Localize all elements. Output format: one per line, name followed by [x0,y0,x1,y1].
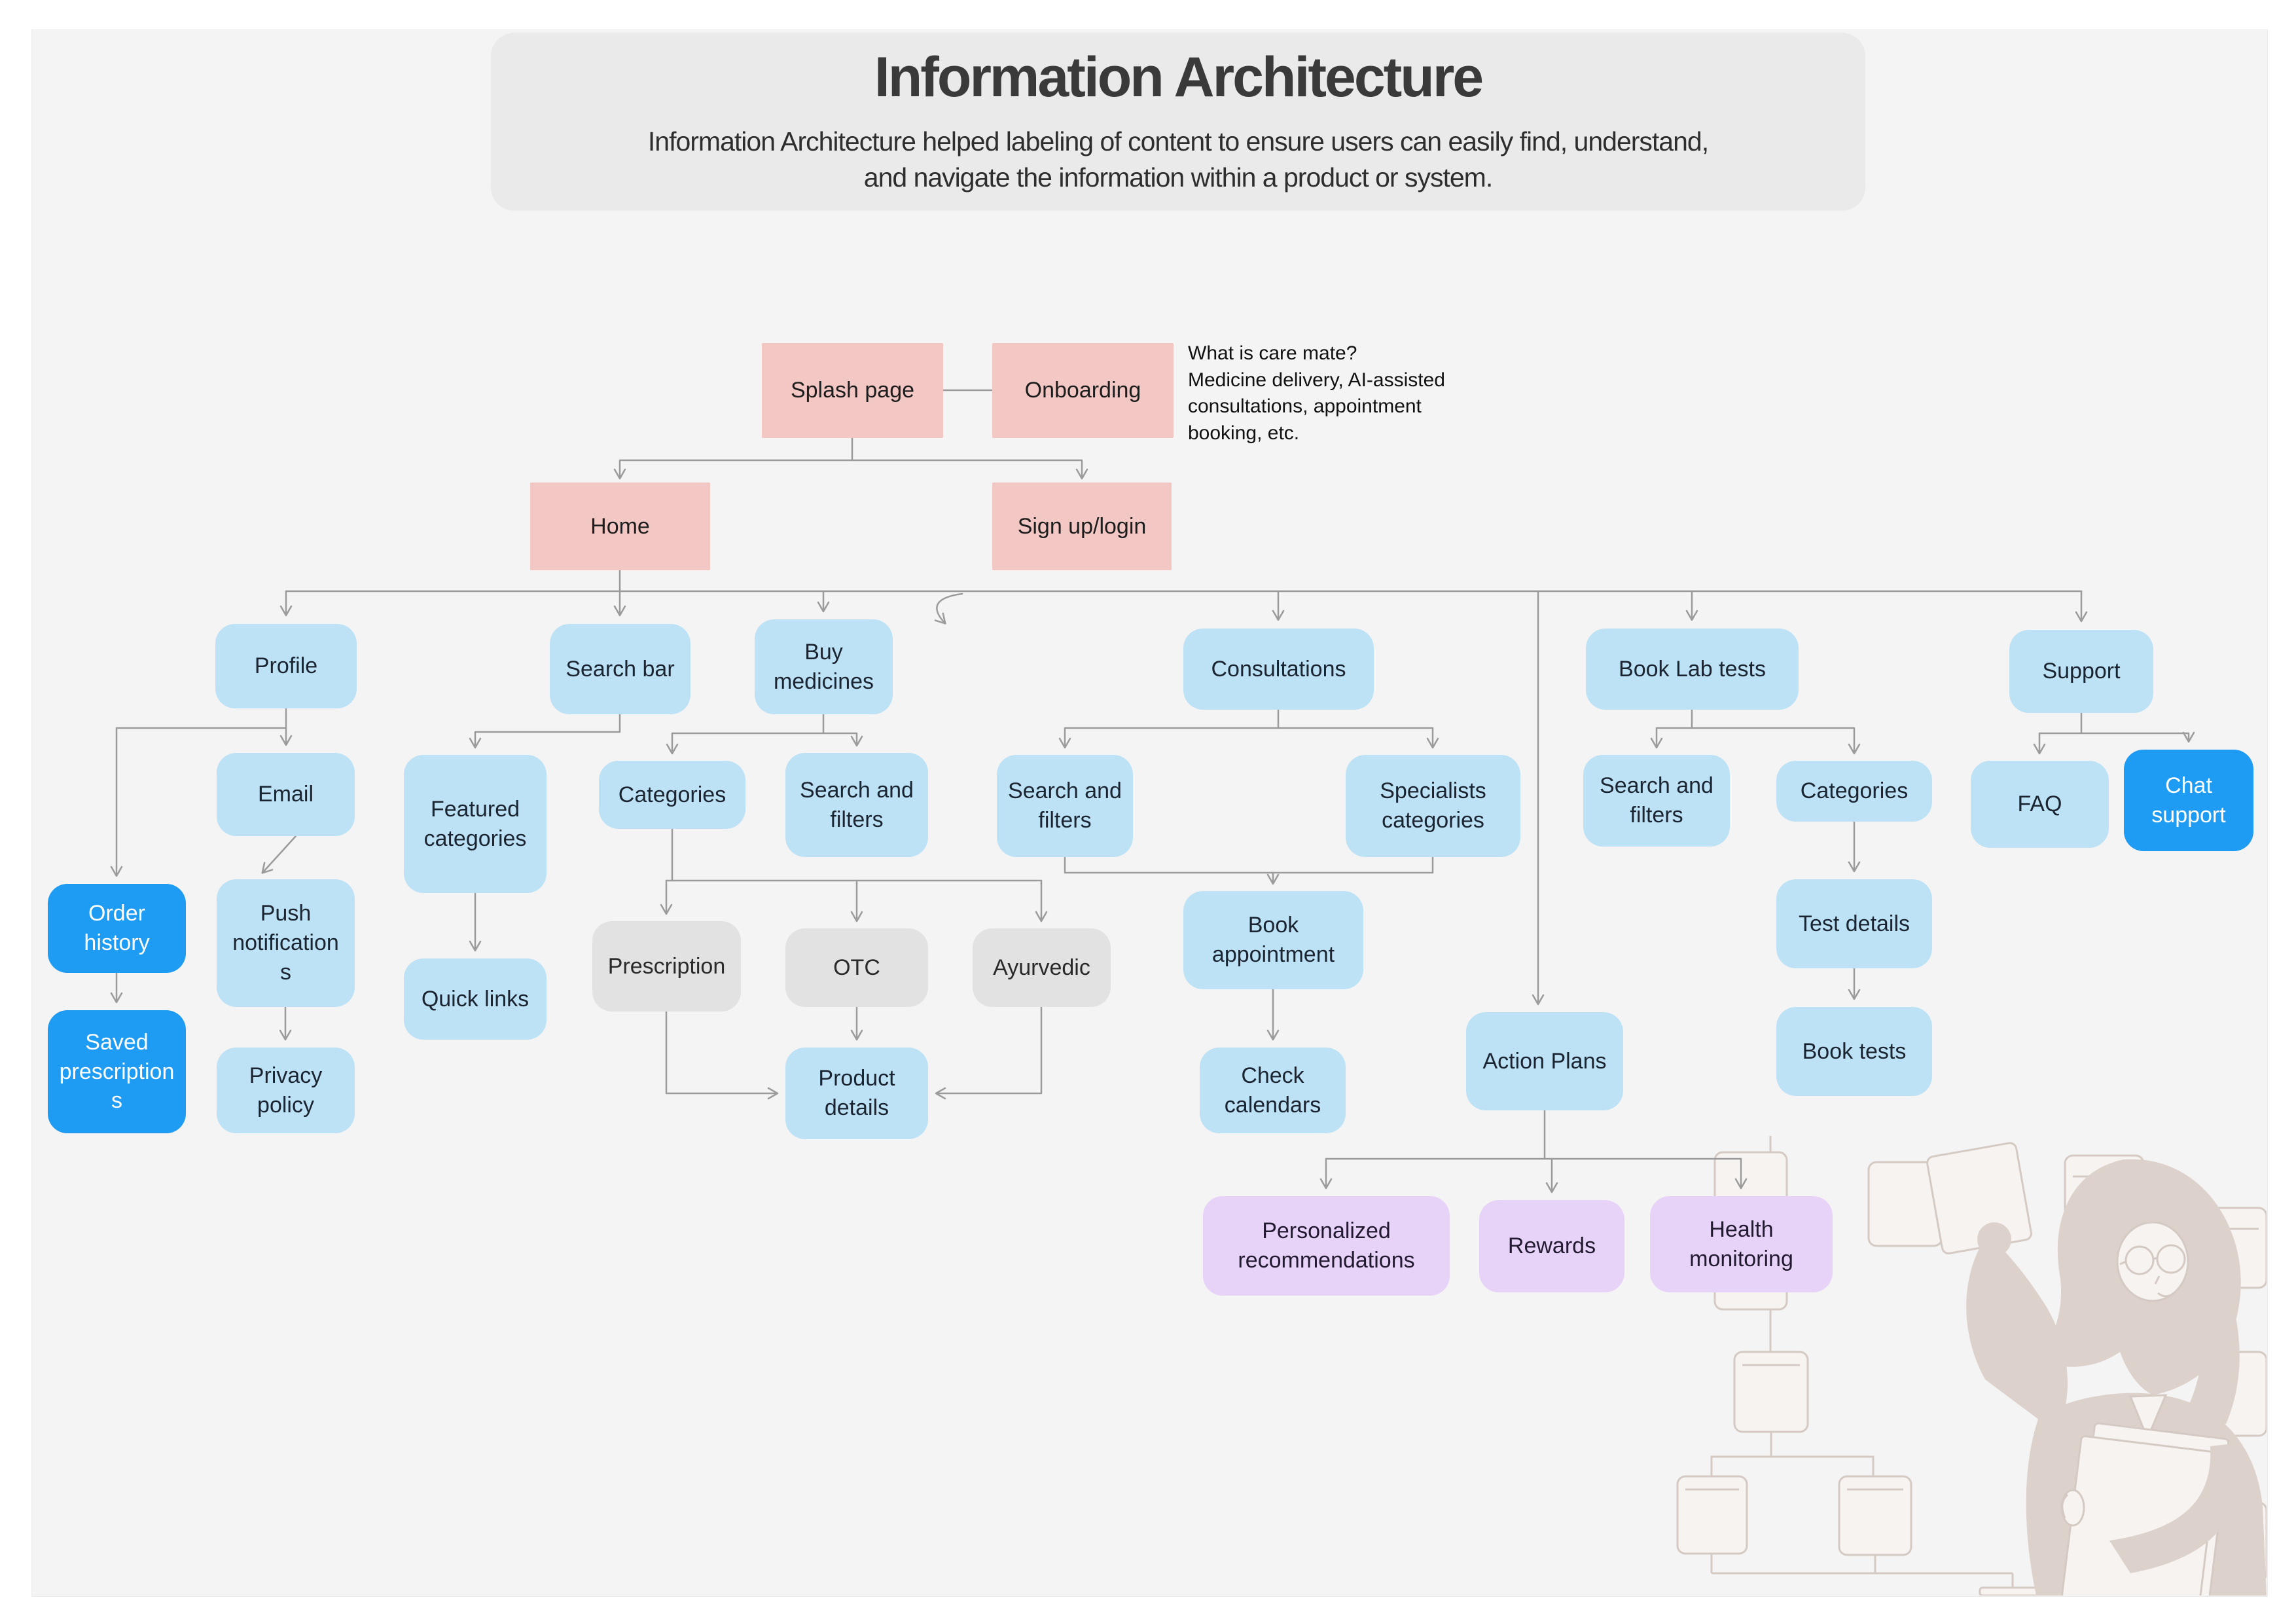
node-featured-categories[interactable]: Featured categories [404,755,547,893]
node-label: Quick links [421,986,529,1012]
node-label: Splash page [790,378,915,403]
level1-connectors [613,389,1088,480]
node-otc[interactable]: OTC [785,928,928,1007]
node-label: Chat support [2151,773,2226,828]
node-specialists-categories[interactable]: Specialists categories [1346,755,1520,857]
node-label: Push notifications [232,901,339,985]
node-ayurvedic[interactable]: Ayurvedic [973,928,1111,1007]
node-buy-medicines[interactable]: Buy medicines [755,619,893,714]
node-chat-support[interactable]: Chat support [2124,750,2253,851]
node-label: Specialists categories [1380,778,1486,833]
node-label: Profile [254,653,318,679]
onboarding-annotation: What is care mate? Medicine delivery, AI… [1188,342,1445,444]
labtests-branch-connectors [1650,708,1861,1000]
node-action-plans[interactable]: Action Plans [1466,1012,1623,1110]
node-label: Featured categories [423,796,527,851]
node-search-filters-consultations[interactable]: Search and filters [997,755,1133,857]
node-rewards[interactable]: Rewards [1479,1200,1624,1292]
node-label: Prescription [607,953,726,979]
node-label: Book tests [1802,1038,1907,1064]
node-label: Ayurvedic [993,955,1090,980]
node-label: Onboarding [1024,378,1141,403]
node-book-lab-tests[interactable]: Book Lab tests [1586,629,1799,710]
node-order-history[interactable]: Order history [48,884,186,973]
node-home[interactable]: Home [530,483,710,570]
node-label: Check calendars [1224,1063,1321,1118]
title-banner: Information Architecture Information Arc… [491,33,1865,211]
node-personalized-recommendations[interactable]: Personalized recommendations [1203,1196,1450,1296]
node-search-filters-medicines[interactable]: Search and filters [785,753,928,857]
node-label: Search and filters [1008,778,1122,833]
node-onboarding[interactable]: Onboarding [992,343,1174,438]
flowchart-woman-illustration [1676,1136,2267,1596]
actionplans-branch-connectors [1319,1109,1748,1194]
node-prescription[interactable]: Prescription [592,921,741,1012]
node-product-details[interactable]: Product details [785,1048,928,1139]
node-consultations[interactable]: Consultations [1183,629,1374,710]
node-quick-links[interactable]: Quick links [404,958,547,1040]
node-label: Search and filters [800,777,914,832]
node-push-notifications[interactable]: Push notifications [217,879,355,1007]
consultations-branch-connectors [1058,708,1439,1041]
node-label: Home [590,513,650,539]
node-label: Test details [1798,911,1910,936]
node-label: Book appointment [1211,913,1335,967]
node-check-calendars[interactable]: Check calendars [1200,1048,1346,1133]
node-support[interactable]: Support [2009,630,2153,713]
node-label: Book Lab tests [1619,656,1766,682]
node-label: OTC [833,955,880,980]
node-label: Rewards [1507,1233,1596,1259]
node-categories-medicines[interactable]: Categories [599,761,745,829]
node-faq[interactable]: FAQ [1971,761,2109,848]
node-search-bar[interactable]: Search bar [550,624,691,714]
searchbar-branch-connectors [469,713,621,952]
node-label: Consultations [1211,656,1346,682]
home-bus-connectors [279,569,2088,1006]
node-label: Buy medicines [773,639,874,694]
woman-figure [1926,1142,2267,1596]
profile-branch-connectors [110,707,297,1041]
node-label: Personalized recommendations [1238,1218,1415,1273]
node-book-tests[interactable]: Book tests [1776,1007,1932,1096]
node-splash-page[interactable]: Splash page [762,343,943,438]
node-saved-prescriptions[interactable]: Saved prescriptions [48,1010,186,1133]
node-label: FAQ [2017,792,2062,817]
node-email[interactable]: Email [217,753,355,836]
node-label: Action Plans [1482,1048,1607,1074]
node-label: Categories [618,782,726,807]
node-book-appointment[interactable]: Book appointment [1183,891,1363,989]
node-label: Categories [1800,778,1909,804]
node-label: Health monitoring [1689,1216,1793,1271]
page-title: Information Architecture [874,45,1484,109]
node-privacy-policy[interactable]: Privacy policy [217,1048,355,1133]
node-label: Search and filters [1600,773,1713,828]
node-label: Support [2042,659,2121,684]
node-categories-labs[interactable]: Categories [1776,761,1932,822]
node-label: Privacy policy [249,1063,323,1118]
buymedicines-branch-connectors [660,713,1048,1100]
node-label: Product details [818,1066,895,1120]
node-label: Saved prescriptions [59,1029,175,1114]
node-search-filters-labs[interactable]: Search and filters [1583,755,1730,847]
node-label: Sign up/login [1017,513,1147,539]
node-test-details[interactable]: Test details [1776,879,1932,968]
node-label: Email [257,782,314,807]
support-branch-connectors [2033,712,2195,755]
node-profile[interactable]: Profile [215,624,357,708]
node-signup-login[interactable]: Sign up/login [992,483,1172,570]
node-label: Search bar [565,656,675,682]
page-subtitle: Information Architecture helped labeling… [647,126,1709,193]
node-label: Order history [84,901,150,955]
node-health-monitoring[interactable]: Health monitoring [1650,1196,1833,1292]
